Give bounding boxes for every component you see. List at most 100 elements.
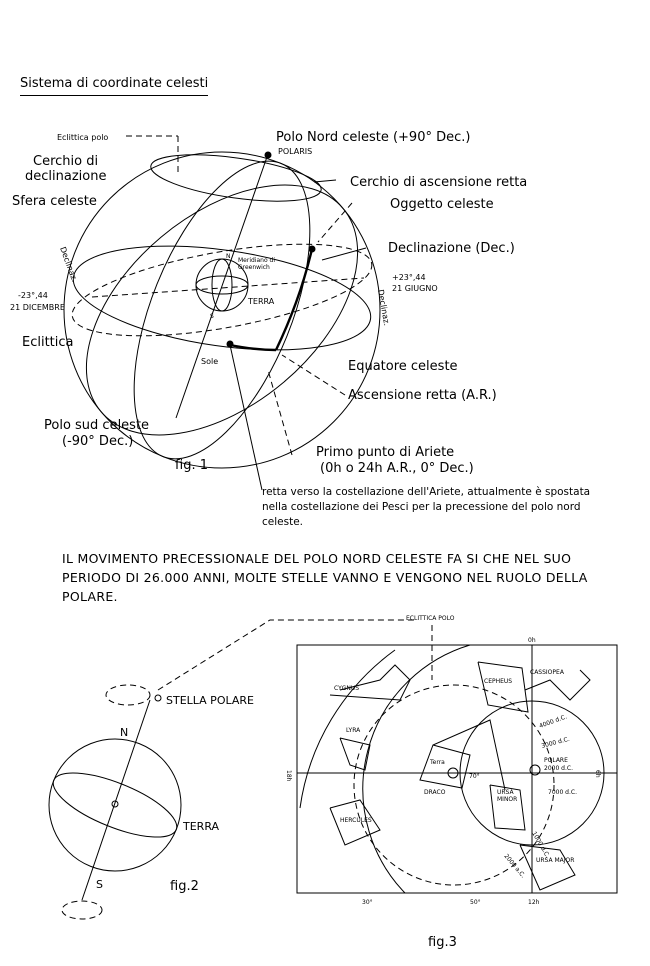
label-meridiano-1: Meridiano di [238, 257, 275, 264]
fig3-precession-circle [353, 684, 555, 886]
fig2-label-s: S [96, 878, 103, 891]
fig2-center [111, 800, 119, 808]
earth-meridian [211, 258, 233, 312]
label-declinaz-right: Declinaz. [376, 289, 391, 327]
fig3-label-ursa-major: URSA MAJOR [536, 857, 574, 864]
fig3-label-6h: 6h [594, 770, 601, 778]
lyra-lines [339, 737, 371, 771]
fig3-label-2000ac: 2000 a.C. [502, 853, 526, 880]
ursa-minor-lines [489, 784, 526, 831]
fig3-terra-point [447, 767, 459, 779]
label-dic-date: 21 DICEMBRE [10, 303, 65, 312]
label-sfera-celeste: Sfera celeste [12, 194, 97, 209]
ariete-line [229, 344, 263, 491]
fig3-star-map [296, 625, 618, 894]
celestial-sphere-outline [63, 151, 381, 469]
fig2-label-n: N [120, 726, 128, 739]
fig2-earth [48, 619, 415, 920]
hour-circle [85, 184, 359, 436]
fig2-caption: fig.2 [170, 879, 199, 894]
label-ascensione-retta: Ascensione retta (A.R.) [348, 388, 497, 403]
fig3-label-0h: 0h [528, 637, 536, 644]
fig3-label-30deg: 30° [362, 899, 373, 906]
label-declinazione: Declinazione (Dec.) [388, 241, 515, 256]
fig3-label-terra: Terra [429, 759, 445, 766]
fig3-label-hercules: HERCULES [340, 817, 372, 824]
polaris-point [264, 151, 272, 159]
fig3-outer-arc [299, 649, 396, 809]
page-title: Sistema di coordinate celesti [20, 76, 209, 96]
ecliptic-circle [71, 243, 373, 337]
label-cerchio-ascensione: Cerchio di ascensione retta [350, 175, 527, 190]
label-earth-s: S [210, 313, 214, 320]
label-polaris: POLARIS [278, 147, 312, 156]
label-giu-value: +23°,44 [392, 273, 426, 282]
fig2-earth-equator [52, 772, 178, 838]
fig3-label-4000: 4000 d.C. [538, 713, 568, 730]
fig3-polare-point [529, 764, 541, 776]
leader-primo-punto [267, 369, 293, 456]
fig3-label-18h: 18h [285, 770, 292, 782]
label-eclittica-polo: Eclittica polo [57, 133, 108, 142]
fig3-label-lyra: LYRA [346, 727, 361, 734]
declination-arc [274, 248, 314, 351]
label-giu-date: 21 GIUGNO [392, 284, 438, 293]
fig3-mid-arc [362, 644, 471, 894]
label-primo-punto: Primo punto di Ariete [316, 445, 454, 460]
fig3-label-cygnus: CYGNUS [334, 685, 359, 692]
fig3-label-50deg: 50° [470, 899, 481, 906]
label-earth-n: N [226, 253, 231, 260]
fig2-polar-star [154, 694, 162, 702]
celestial-equator [72, 245, 372, 351]
fig3-frame [296, 644, 618, 894]
label-primo-punto-2: (0h o 24h A.R., 0° Dec.) [320, 461, 474, 476]
fig2-label-terra: TERRA [182, 820, 220, 833]
label-terra: TERRA [247, 297, 275, 306]
fig3-label-12h: 12h [528, 899, 540, 906]
right-ascension-circle [133, 160, 311, 460]
cassiopea-lines [524, 669, 591, 701]
cygnus-lines [329, 664, 411, 701]
fig3-label-3000: 3000 d.C. [541, 736, 571, 750]
ecliptic-plane-line [91, 277, 365, 298]
label-cerchio-declinazione-2: declinazione [25, 169, 106, 184]
fig3-caption: fig.3 [428, 935, 457, 950]
fig3-label-draco: DRACO [424, 789, 446, 796]
fig1-celestial-sphere [63, 135, 381, 491]
sole-point [226, 340, 234, 348]
label-declinaz-left: Declinaz. [58, 246, 79, 284]
label-sole: Sole [201, 357, 218, 366]
leader-declinazione [321, 247, 367, 261]
draco-lines [419, 719, 506, 791]
fig3-label-cassiopea: CASSIOPEA [530, 669, 565, 676]
polar-axis [175, 153, 269, 419]
fig2-label-stella-polare: STELLA POLARE [166, 694, 254, 707]
fig2-link-line [157, 619, 415, 691]
hercules-lines [329, 799, 381, 846]
fig3-label-polare-year: 2000 d.C. [544, 765, 573, 772]
precession-note: retta verso la costellazione dell'Ariete… [262, 486, 591, 528]
label-dic-value: -23°,44 [18, 291, 48, 300]
label-polo-nord: Polo Nord celeste (+90° Dec.) [276, 130, 470, 145]
fig3-label-polare: POLARE [544, 757, 568, 764]
label-eclittica: Eclittica [22, 335, 74, 350]
label-polo-sud-1: Polo sud celeste [44, 418, 149, 433]
label-equatore: Equatore celeste [348, 359, 458, 374]
fig2-axis [81, 699, 151, 901]
fig3-label-eclittica-polo: ECLITTICA POLO [406, 615, 455, 622]
fig2-bottom-rotation [61, 900, 103, 920]
label-cerchio-declinazione-1: Cerchio di [33, 154, 98, 169]
earth-equator [195, 275, 249, 295]
label-polo-sud-2: (-90° Dec.) [62, 434, 133, 449]
leader-ascensione-retta [281, 354, 346, 396]
fig3-inner-circle [459, 700, 605, 846]
fig3-label-cepheus: CEPHEUS [484, 678, 512, 685]
ursa-major-lines [519, 844, 576, 891]
leader-oggetto [317, 202, 353, 243]
fig3-label-ursa-minor-2: MINOR [497, 796, 517, 803]
fig2-top-rotation [105, 684, 151, 706]
declination-circle [150, 154, 322, 202]
object-point [308, 245, 316, 253]
cepheus-lines [477, 661, 529, 713]
